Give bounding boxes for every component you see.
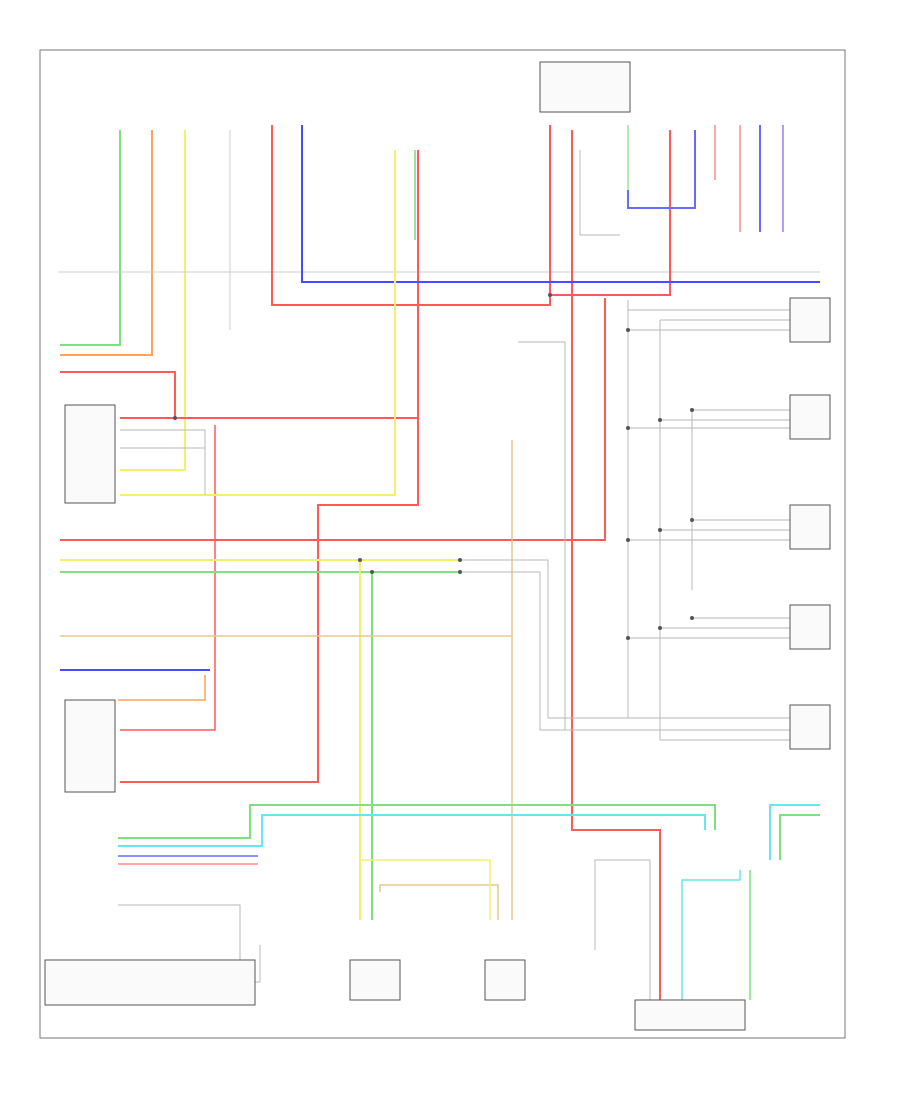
splice-15: [173, 416, 177, 420]
splice-9: [658, 418, 662, 422]
module-lower-right: [634, 999, 746, 1031]
wire-red-to-right: [550, 130, 671, 296]
splice-11: [658, 626, 662, 630]
gray-wire-mid: [518, 341, 566, 730]
lower-buses: [118, 804, 820, 1000]
switch-right-2: [789, 394, 831, 440]
wire-red-right-vertical: [571, 130, 661, 1000]
wire-red-left-b: [175, 150, 419, 419]
gray-signal-wires: [118, 150, 790, 1000]
gray-wire-box: [460, 559, 628, 719]
splice-13: [690, 518, 694, 522]
wire-red-top-loop: [271, 125, 551, 306]
blue-wires: [60, 125, 820, 857]
long-buses: [60, 150, 513, 920]
wire-blue-main: [301, 125, 820, 283]
diagram-frame: [39, 49, 846, 1039]
splice-12: [690, 408, 694, 412]
gray-wire-2: [659, 320, 790, 741]
switch-right-1: [789, 297, 831, 343]
module-lower-left: [44, 959, 256, 1006]
gray-wire-lower-right: [594, 859, 651, 1000]
splice-7: [626, 538, 630, 542]
splice-4: [458, 570, 462, 574]
wire-yellow-lower: [360, 859, 491, 920]
gray-wire-box2: [460, 571, 565, 731]
splice-1: [358, 558, 362, 562]
splice-8: [626, 636, 630, 640]
right-stubs: [627, 125, 784, 232]
splice-6: [626, 426, 630, 430]
wire-red-lower-left: [120, 425, 216, 731]
top-left-feeds: [58, 130, 820, 471]
door-lock-actuator-left: [349, 959, 401, 1001]
red-wires: [60, 125, 671, 1000]
wire-cyan-lower-bus: [118, 814, 706, 847]
switch-right-5: [789, 704, 831, 750]
wire-orange-feed: [60, 130, 153, 356]
splice-16: [548, 293, 552, 297]
gray-wire-top-mid: [579, 150, 620, 236]
wire-yellow-vert-mid: [120, 150, 396, 496]
wire-red-bus: [60, 298, 606, 541]
splice-2: [370, 570, 374, 574]
gray-wire-1: [627, 300, 790, 719]
switch-left-lower: [64, 699, 116, 793]
splice-5: [626, 328, 630, 332]
gray-wire-lower-left: [118, 904, 241, 960]
splice-14: [690, 616, 694, 620]
top-relay-box: [539, 61, 631, 113]
wire-red-left-a: [60, 371, 176, 419]
splice-10: [658, 528, 662, 532]
wire-tan-lower: [379, 884, 499, 920]
wire-green-feed: [60, 130, 121, 346]
components: [44, 61, 831, 1031]
wire-yellow-feed: [120, 130, 186, 471]
connector-dots: [173, 293, 694, 640]
wire-green-right: [779, 814, 820, 860]
wire-green-lower-bus: [118, 804, 716, 839]
wire-cyan-branch: [681, 870, 741, 1000]
wire-orange-lower-left: [118, 675, 206, 701]
wire-blue-top-right: [627, 130, 696, 209]
switch-left-upper: [64, 404, 116, 504]
door-lock-actuator-right: [484, 959, 526, 1001]
wire-cyan-right: [769, 804, 820, 860]
gray-wire-mid-left: [120, 429, 206, 495]
splice-3: [458, 558, 462, 562]
wire-red-down: [120, 418, 419, 783]
switch-right-4: [789, 604, 831, 650]
switch-right-3: [789, 504, 831, 550]
